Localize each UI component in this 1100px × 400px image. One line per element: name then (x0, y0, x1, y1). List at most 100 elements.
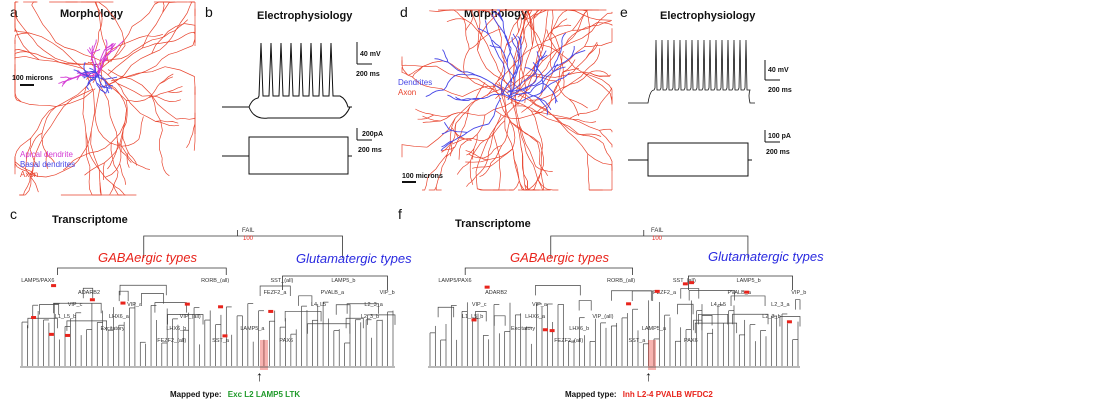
tree-node-label: LAMP5/PAX6 (438, 278, 471, 284)
axon-branch (84, 162, 105, 176)
axon-branch (490, 145, 503, 164)
axon-branch (520, 65, 527, 104)
panel-c-glut-label: Glutamatergic types (296, 251, 412, 266)
dendrite-branch (506, 62, 516, 79)
axon-branch (569, 117, 600, 131)
axon-branch (587, 153, 590, 190)
basal-dendrite-branch (89, 67, 93, 70)
axon-branch (159, 76, 174, 85)
axon-branch (552, 46, 585, 73)
axon-branch (523, 14, 528, 46)
axon-branch (107, 69, 152, 95)
legend-axon: Axon (20, 170, 39, 179)
axon-branch (155, 121, 180, 127)
panel-b-volt-scale: 40 mV (360, 51, 381, 58)
axon-branch (401, 67, 408, 76)
basal-dendrite-branch (101, 85, 107, 89)
basal-dendrite-branch (86, 86, 90, 90)
tree-score-mark (682, 282, 688, 286)
axon-branch (504, 120, 514, 152)
axon-branch (466, 175, 477, 187)
tree-bracket (119, 284, 167, 296)
axon-branch (167, 86, 183, 93)
tree-score-mark (89, 298, 95, 302)
axon-branch (105, 42, 126, 56)
axon-branch (120, 129, 124, 152)
axon-branch (562, 59, 576, 73)
panel-b-time-scale-1: 200 ms (356, 71, 380, 78)
axon-branch (527, 9, 535, 46)
axon-branch (518, 16, 522, 33)
dendrite-branch (517, 44, 520, 60)
tree-score-mark (218, 305, 224, 309)
dendrite-branch (489, 44, 502, 49)
dendrite-branch (447, 61, 463, 73)
axon-branch (492, 82, 512, 123)
axon-branch (104, 143, 121, 164)
tree-score-mark (626, 302, 632, 306)
axon-branch (41, 133, 47, 153)
tree-bracket (284, 311, 322, 322)
axon-branch (537, 179, 551, 191)
axon-branch (465, 17, 474, 31)
dendrite-branch (542, 71, 553, 84)
axon-branch (117, 83, 143, 97)
axon-branch (109, 115, 118, 141)
basal-dendrite-branch (104, 80, 109, 87)
axon-branch (569, 108, 598, 119)
axon-branch (533, 9, 553, 19)
axon-branch (193, 31, 196, 43)
axon-branch (401, 64, 437, 67)
legend-basal-dendrites: Basal dendrites (20, 160, 76, 169)
tree-node-label: PAX6 (279, 338, 293, 344)
axon-branch (446, 18, 466, 23)
axon-branch (472, 165, 491, 169)
axon-branch (477, 13, 481, 51)
axon-branch (568, 71, 591, 76)
tree-node-label: LAMP5_b (737, 278, 761, 284)
axon-branch (469, 161, 474, 185)
axon-branch (91, 182, 102, 196)
tree-node-label: FEZF2_(all) (554, 338, 583, 344)
axon-branch (565, 25, 580, 45)
tree-score-mark (268, 309, 274, 313)
tree-gaba-link (464, 267, 633, 275)
apical-dendrite-branch (99, 49, 105, 63)
tree-bracket (631, 290, 654, 301)
axon-branch (446, 117, 456, 155)
axon-branch (407, 74, 431, 88)
apical-dendrite-branch (97, 59, 105, 74)
tree-node-label: L1_L5_b (55, 314, 76, 320)
dendrite-branch (452, 132, 468, 142)
axon-branch (454, 129, 463, 147)
axon-branch (146, 33, 164, 37)
axon-branch (105, 163, 121, 178)
tree-bracket (39, 304, 60, 315)
basal-dendrite-branch (91, 75, 98, 80)
panel-f-mapped-value: Inh L2-4 PVALB WFDC2 (622, 390, 713, 399)
axon-branch (159, 73, 174, 84)
axon-branch (460, 134, 478, 146)
axon-branch (82, 86, 87, 133)
tree-bracket (688, 290, 735, 301)
axon-branch (109, 139, 140, 147)
dendrite-branch (520, 49, 522, 65)
tree-score-mark (31, 316, 37, 320)
dendrite-branch (542, 82, 554, 93)
tree-node-label: FEZF2_a (264, 290, 288, 296)
tree-bracket (611, 290, 652, 301)
tree-bracket (298, 295, 313, 306)
axon-branch (429, 9, 455, 12)
basal-dendrite-branch (87, 81, 89, 86)
axon-branch (500, 38, 512, 84)
axon-branch (531, 172, 542, 191)
axon-branch (484, 101, 514, 116)
axon-branch (584, 10, 590, 47)
axon-branch (30, 110, 50, 139)
axon-branch (470, 140, 485, 162)
axon-branch (50, 88, 94, 127)
panel-d-scale-label: 100 microns (402, 173, 443, 180)
axon-branch (481, 114, 502, 156)
tree-bracket (27, 317, 58, 329)
panel-c-mapped-value: Exc L2 LAMP5 LTK (227, 390, 301, 399)
